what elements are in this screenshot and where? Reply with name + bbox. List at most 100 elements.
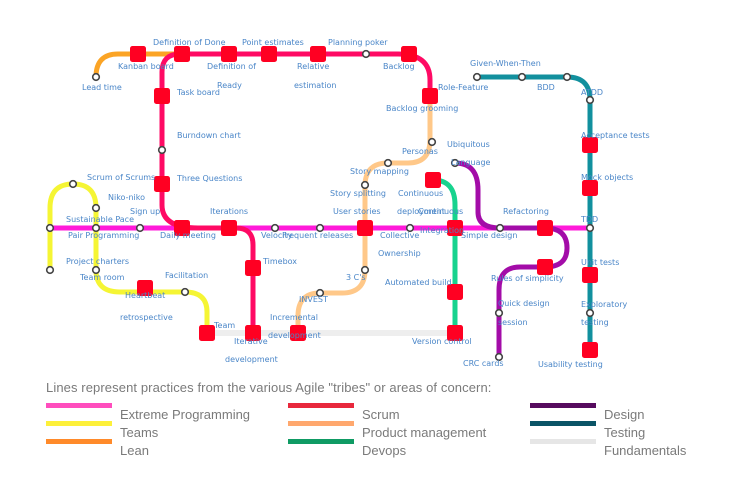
- line-design: [452, 160, 570, 360]
- station-label-continuous-integration-2: Integration: [420, 226, 464, 235]
- station-label-iterations: Iterations: [210, 207, 248, 216]
- legend-swatch: [530, 421, 596, 426]
- station-label-niko-niko: Niko-niko: [108, 193, 145, 202]
- major-station: [582, 342, 598, 358]
- station-label-automated-build: Automated build: [385, 278, 452, 287]
- legend-label: Testing: [604, 425, 646, 440]
- legend-label: Scrum: [362, 407, 400, 422]
- minor-station: [360, 265, 370, 275]
- legend-swatch: [530, 403, 596, 408]
- station-label-heartbeat-retrospective-2: retrospective: [120, 313, 173, 322]
- station-label-facilitation: Facilitation: [165, 271, 208, 280]
- station-label-definition-of-ready-2: Ready: [217, 81, 242, 90]
- major-station: [245, 325, 261, 341]
- station-label-three-questions: Three Questions: [176, 174, 242, 183]
- station-label-story-splitting: Story splitting: [330, 189, 386, 198]
- major-station: [199, 325, 215, 341]
- station-label-exploratory-testing-2: testing: [581, 318, 609, 327]
- minor-station: [450, 158, 460, 168]
- station-label-user-stories: User stories: [333, 207, 381, 216]
- minor-station: [270, 223, 280, 233]
- legend-label: Teams: [120, 425, 159, 440]
- station-label-sustainable-pace: Sustainable Pace: [66, 215, 134, 224]
- station-label-sign-up: Sign up: [130, 207, 160, 216]
- major-station: [221, 220, 237, 236]
- legend-label: Fundamentals: [604, 443, 687, 458]
- station-label-usability-testing: Usability testing: [538, 360, 603, 369]
- station-label-mock-objects: Mock objects: [581, 173, 633, 182]
- station-label-ubiquitous-language-2: Language: [451, 158, 491, 167]
- station-label-definition-of-ready-1: Definition of: [207, 62, 256, 71]
- legend-item: Product management: [288, 419, 528, 440]
- minor-station: [91, 223, 101, 233]
- major-station: [310, 46, 326, 62]
- legend-swatch: [46, 439, 112, 444]
- legend-item: Testing: [530, 419, 752, 440]
- major-station: [174, 220, 190, 236]
- station-label-refactoring: Refactoring: [503, 207, 549, 216]
- major-station: [425, 172, 441, 188]
- major-station: [154, 88, 170, 104]
- major-station: [261, 46, 277, 62]
- minor-station: [91, 265, 101, 275]
- legend-label: Extreme Programming: [120, 407, 251, 422]
- minor-station: [427, 137, 437, 147]
- legend-title: Lines represent practices from the vario…: [46, 380, 492, 395]
- legend-label: Product management: [362, 425, 487, 440]
- legend-swatch: [288, 403, 354, 408]
- line-devops: [430, 177, 458, 336]
- station-label-bdd: BDD: [537, 83, 555, 92]
- station-label-iterative-development-2: development: [225, 355, 278, 364]
- line-lean: [93, 51, 185, 80]
- station-label-scrum-of-scrums: Scrum of Scrums: [87, 173, 155, 182]
- legend-item: Devops: [288, 437, 528, 458]
- major-station: [582, 267, 598, 283]
- major-station: [582, 180, 598, 196]
- station-label-backlog: Backlog: [383, 62, 415, 71]
- station-label-three-cs: 3 C's: [346, 273, 366, 282]
- major-station: [447, 325, 463, 341]
- station-label-atdd: ATDD: [581, 88, 603, 97]
- legend-swatch: [46, 403, 112, 408]
- major-station: [537, 259, 553, 275]
- minor-station: [585, 223, 595, 233]
- station-label-burndown-chart: Burndown chart: [177, 131, 241, 140]
- station-label-personas: Personas: [402, 147, 438, 156]
- minor-station: [585, 95, 595, 105]
- legend-item: Design: [530, 401, 752, 422]
- minor-station: [315, 223, 325, 233]
- station-label-velocity: Velocity: [261, 231, 293, 240]
- station-label-unit-tests: Unit tests: [581, 258, 619, 267]
- minor-station: [562, 72, 572, 82]
- minor-station: [91, 203, 101, 213]
- station-label-heartbeat-retrospective-1: Heartbeat: [125, 291, 165, 300]
- major-station: [290, 325, 306, 341]
- major-station: [221, 46, 237, 62]
- minor-station: [495, 223, 505, 233]
- major-station: [422, 88, 438, 104]
- station-label-acceptance-tests: Acceptance tests: [581, 131, 650, 140]
- station-label-team: Team: [213, 321, 235, 330]
- minor-station: [157, 145, 167, 155]
- station-label-point-estimates: Point estimates: [242, 38, 304, 47]
- minor-station: [494, 352, 504, 362]
- station-label-collective-ownership-1: Collective: [380, 231, 419, 240]
- legend-swatch: [288, 439, 354, 444]
- minor-station: [315, 288, 325, 298]
- major-station: [245, 260, 261, 276]
- major-station: [401, 46, 417, 62]
- minor-station: [135, 223, 145, 233]
- station-label-role-feature: Role-Feature: [438, 83, 488, 92]
- minor-station: [361, 49, 371, 59]
- station-label-exploratory-testing-1: Exploratory: [581, 300, 627, 309]
- station-label-project-charters: Project charters: [66, 257, 129, 266]
- station-label-rules-of-simplicity: Rules of simplicity: [491, 274, 564, 283]
- station-label-frequent-releases: Frequent releases: [282, 231, 353, 240]
- station-label-pair-programming: Pair Programming: [68, 231, 139, 240]
- legend-swatch: [530, 439, 596, 444]
- legend-label: Lean: [120, 443, 149, 458]
- major-station: [137, 280, 153, 296]
- legend-item: Fundamentals: [530, 437, 752, 458]
- station-label-tdd: TDD: [580, 215, 598, 224]
- station-label-incremental-development-1: Incremental: [270, 313, 318, 322]
